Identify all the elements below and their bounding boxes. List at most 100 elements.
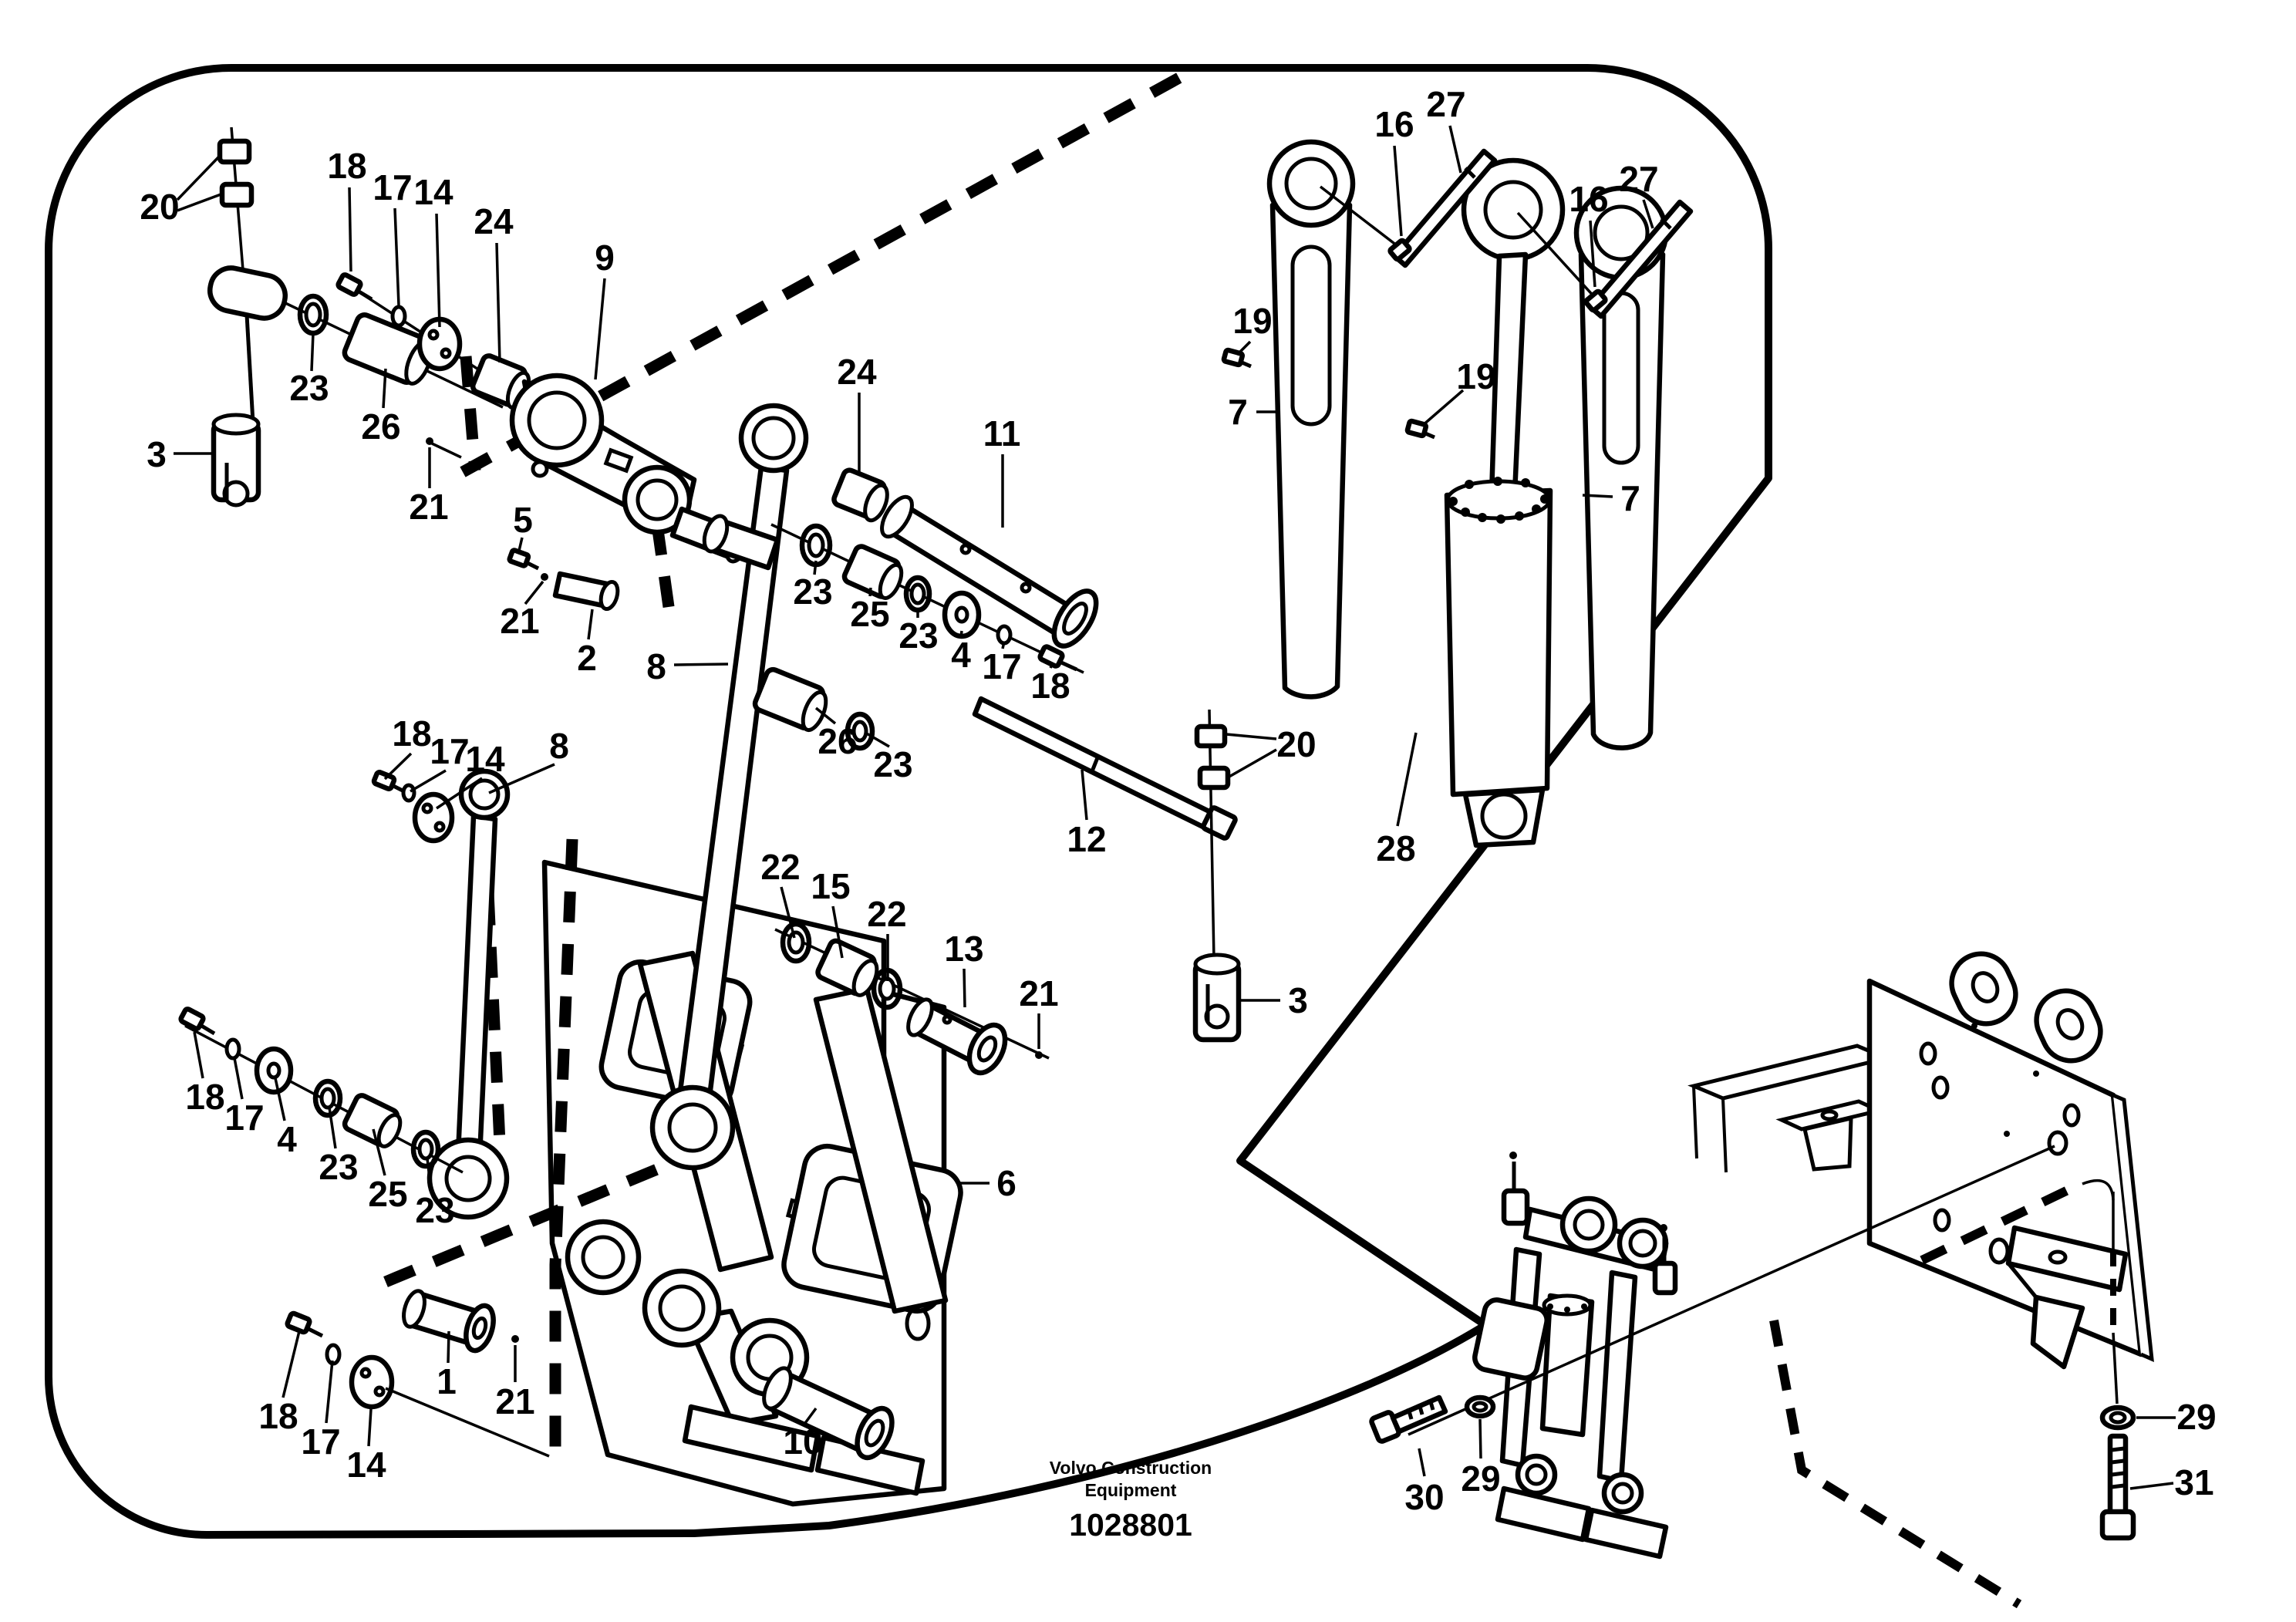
nut-20 bbox=[1194, 723, 1228, 749]
nut-16 bbox=[1387, 238, 1412, 262]
frame-weldment bbox=[541, 859, 963, 1507]
bolt-31 bbox=[2099, 1433, 2136, 1541]
callout-label-20: 20 bbox=[140, 187, 179, 227]
callout-label-18: 18 bbox=[392, 713, 431, 754]
leader-line bbox=[383, 752, 413, 781]
callout-label-6: 6 bbox=[996, 1163, 1017, 1203]
leader-line bbox=[436, 777, 483, 810]
leader-line bbox=[1001, 641, 1006, 649]
bushing-25 bbox=[342, 1093, 403, 1148]
callout-label-12: 12 bbox=[1067, 819, 1106, 859]
pin-2 bbox=[552, 571, 620, 612]
part-3-clevis-right bbox=[1192, 953, 1242, 1043]
callout-label-4: 4 bbox=[951, 635, 971, 675]
callout-label-27: 27 bbox=[1619, 159, 1658, 199]
leader-line bbox=[587, 609, 594, 640]
leader-line bbox=[594, 278, 606, 380]
callout-label-30: 30 bbox=[1404, 1477, 1444, 1517]
callout-label-25: 25 bbox=[850, 594, 889, 634]
callout-label-17: 17 bbox=[224, 1098, 264, 1138]
pin-21 bbox=[541, 573, 548, 581]
callout-label-27: 27 bbox=[1426, 84, 1465, 124]
leader-line bbox=[804, 1407, 818, 1425]
callout-label-9: 9 bbox=[595, 238, 615, 278]
callout-label-8: 8 bbox=[646, 646, 666, 686]
bubble-outline bbox=[45, 64, 1772, 1539]
cylinder-group bbox=[1221, 139, 1694, 848]
pin-27 bbox=[1587, 199, 1694, 319]
crank-9-row bbox=[335, 272, 750, 612]
leader-line bbox=[1448, 125, 1462, 174]
pin-13 bbox=[906, 997, 1008, 1076]
brand-line-2: Equipment bbox=[1085, 1480, 1177, 1500]
leader-line bbox=[233, 1057, 244, 1100]
callout-label-21: 21 bbox=[500, 601, 539, 641]
washer-14 bbox=[412, 791, 455, 844]
washer-29 bbox=[2099, 1404, 2136, 1431]
leader-line bbox=[1589, 220, 1596, 288]
leader-line bbox=[1393, 145, 1403, 237]
bolt-18 bbox=[335, 272, 373, 302]
leader-line bbox=[447, 1330, 450, 1364]
inset-assembled-view bbox=[1369, 951, 2154, 1609]
rod-12-assembly bbox=[972, 696, 1242, 1043]
leader-line bbox=[2129, 1482, 2174, 1490]
retaining-ring-23 bbox=[410, 1129, 441, 1169]
leader-line bbox=[963, 968, 966, 1008]
lock-washer-17 bbox=[401, 783, 416, 803]
callout-label-15: 15 bbox=[811, 866, 850, 906]
leader-line bbox=[382, 368, 387, 409]
callout-label-23: 23 bbox=[873, 744, 912, 784]
callout-label-24: 24 bbox=[837, 352, 877, 392]
hub-boss bbox=[702, 514, 781, 571]
link-arm-8-right bbox=[649, 403, 809, 1171]
callout-label-29: 29 bbox=[1461, 1458, 1500, 1499]
leader-line bbox=[1227, 748, 1277, 779]
callout-label-23: 23 bbox=[793, 572, 832, 612]
leader-line bbox=[1642, 199, 1654, 229]
leader-line bbox=[518, 537, 524, 551]
leader-line bbox=[673, 663, 729, 666]
bolt-30 bbox=[1369, 1394, 1448, 1444]
leader-line bbox=[1421, 389, 1465, 427]
leader-line bbox=[1081, 769, 1088, 821]
leader-line bbox=[780, 886, 796, 939]
pin-10 bbox=[762, 1366, 895, 1461]
bushing-26 bbox=[342, 312, 433, 386]
callout-label-8: 8 bbox=[549, 726, 569, 766]
leader-line bbox=[372, 1128, 386, 1176]
callout-label-14: 14 bbox=[346, 1445, 386, 1485]
leader-line bbox=[274, 1077, 286, 1121]
callout-label-26: 26 bbox=[361, 406, 400, 447]
leader-line bbox=[868, 587, 872, 597]
ring-22 bbox=[780, 921, 812, 964]
mounting-plate bbox=[1866, 951, 2154, 1362]
leader-line bbox=[814, 706, 837, 725]
washer-29 bbox=[1464, 1394, 1496, 1419]
hardware-row-lowerleft bbox=[178, 1007, 464, 1174]
figure-number: 1028801 bbox=[1069, 1507, 1192, 1543]
callout-label-23: 23 bbox=[899, 615, 938, 656]
callout-label-7: 7 bbox=[1228, 392, 1248, 432]
box-frame bbox=[1687, 1044, 1893, 1173]
leader-line bbox=[1478, 1418, 1482, 1459]
pin-21 bbox=[1035, 1051, 1043, 1059]
leader-line bbox=[831, 905, 844, 959]
leader-line bbox=[348, 187, 352, 272]
bolt-18 bbox=[178, 1007, 216, 1036]
pin-11 bbox=[880, 494, 1099, 649]
link-arm-8-left bbox=[426, 768, 511, 1220]
leader-line bbox=[367, 1408, 373, 1447]
nut-16 bbox=[1583, 288, 1608, 313]
clevis-assembly-left bbox=[207, 126, 504, 508]
leader-line bbox=[1049, 664, 1054, 669]
callout-label-18: 18 bbox=[258, 1396, 298, 1436]
callout-label-29: 29 bbox=[2176, 1397, 2216, 1437]
callout-label-17: 17 bbox=[430, 731, 469, 771]
leader-line bbox=[328, 1107, 337, 1149]
callout-label-1: 1 bbox=[437, 1361, 457, 1401]
callout-label-28: 28 bbox=[1376, 828, 1415, 868]
